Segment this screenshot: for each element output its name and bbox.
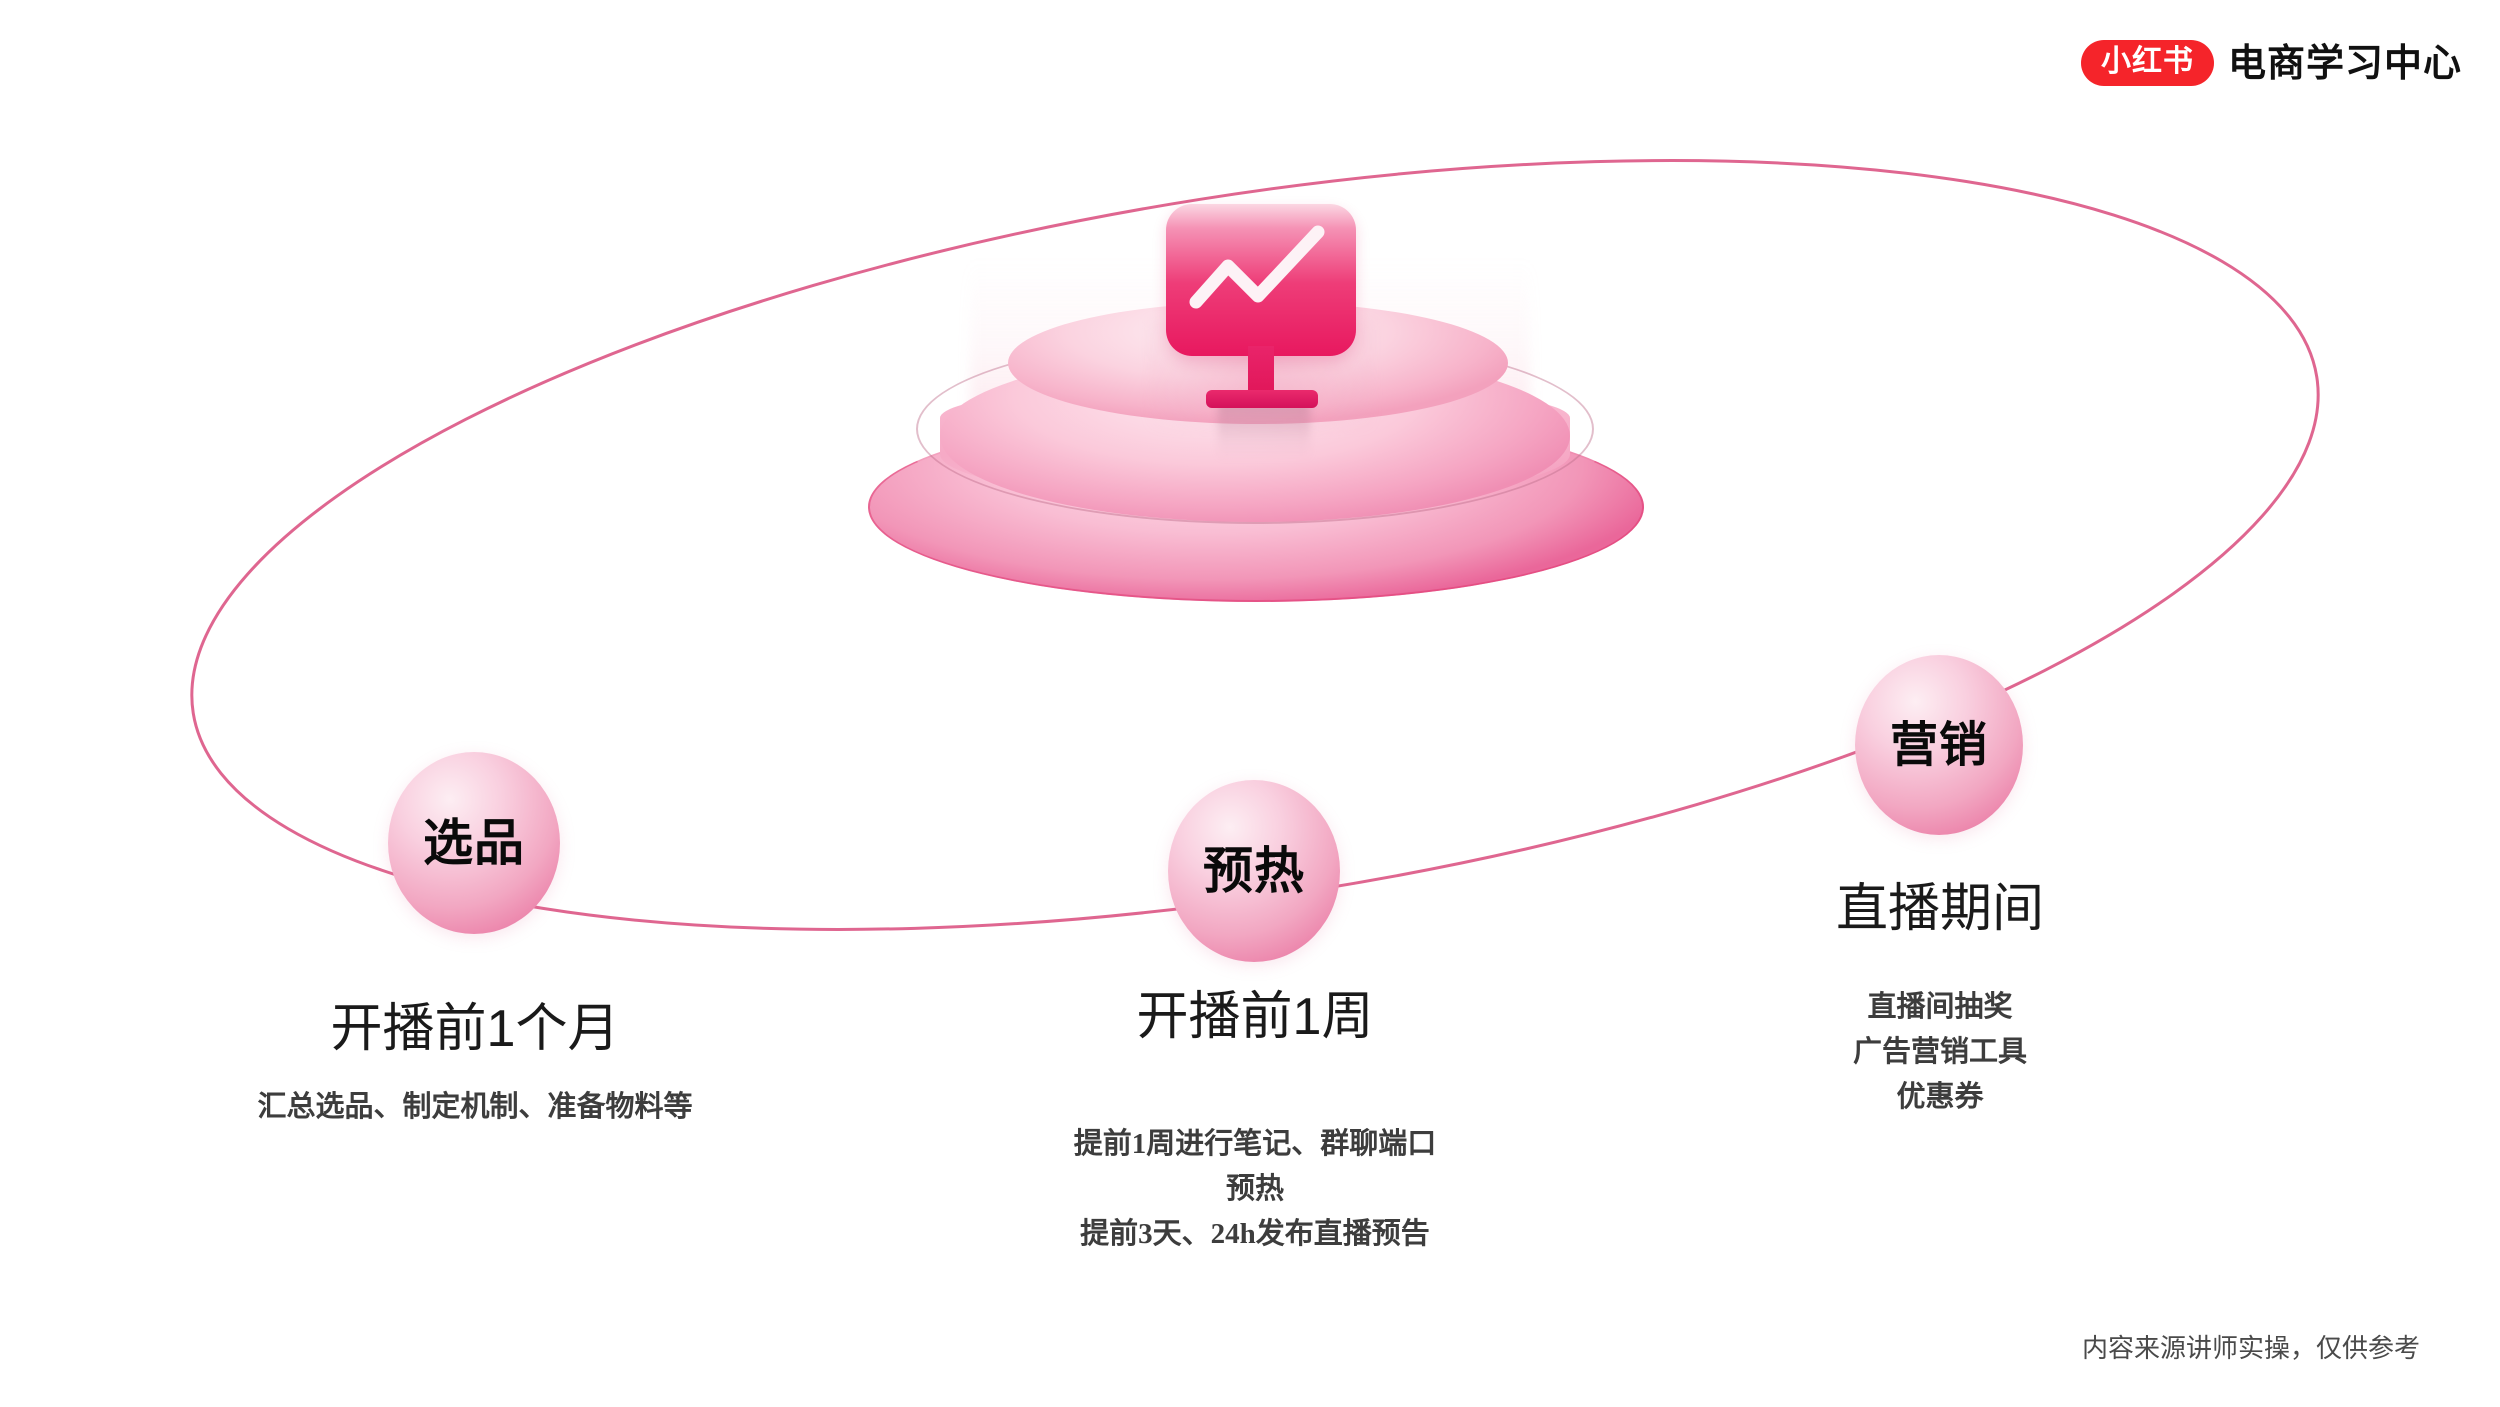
stage-title: 直播期间 <box>1835 880 2044 938</box>
stage-title: 开播前1周 <box>1136 988 1374 1046</box>
stage-badge-label: 选品 <box>423 814 525 872</box>
trend-line-icon <box>1189 225 1325 309</box>
description-line: 提前3天、24h发布直播预告 <box>1080 1217 1430 1250</box>
description-line: 广告营销工具 <box>1852 1035 2027 1068</box>
monitor-stand-neck <box>1248 346 1274 398</box>
monitor-shadow <box>1218 402 1310 460</box>
stage-description: 汇总选品、制定机制、准备物料等 <box>257 1091 693 1123</box>
podium-illustration <box>848 204 1668 822</box>
monitor-stand-base <box>1206 390 1318 408</box>
stage-badge-label: 营销 <box>1889 717 1988 773</box>
chart-monitor-icon <box>1166 204 1356 460</box>
stage-badge-label: 预热 <box>1203 842 1305 900</box>
description-line: 直播间抽奖 <box>1867 991 2013 1023</box>
description-line: 提前1周进行笔记、群聊端口 <box>1073 1128 1437 1160</box>
stage-badge-bubble[interactable]: 选品 <box>388 752 560 934</box>
stage-badge-bubble[interactable]: 营销 <box>1855 655 2023 835</box>
xiaohongshu-badge: 小红书 <box>2080 40 2214 86</box>
brand-title: 电商学习中心 <box>2227 41 2462 85</box>
brand-logo: 小红书 电商学习中心 <box>2080 40 2462 86</box>
description-line: 优惠券 <box>1896 1080 1984 1113</box>
stage-description: 提前1周进行笔记、群聊端口 预热 提前3天、24h发布直播预告 <box>940 1122 1570 1257</box>
stage-title: 开播前1个月 <box>330 1000 620 1058</box>
description-line: 预热 <box>1225 1172 1284 1205</box>
footer-disclaimer: 内容来源讲师实操，仅供参考 <box>2081 1333 2420 1363</box>
monitor-screen <box>1166 204 1356 356</box>
stage-badge-bubble[interactable]: 预热 <box>1168 780 1340 962</box>
stage-description: 直播间抽奖 广告营销工具 优惠券 <box>1690 985 2190 1120</box>
